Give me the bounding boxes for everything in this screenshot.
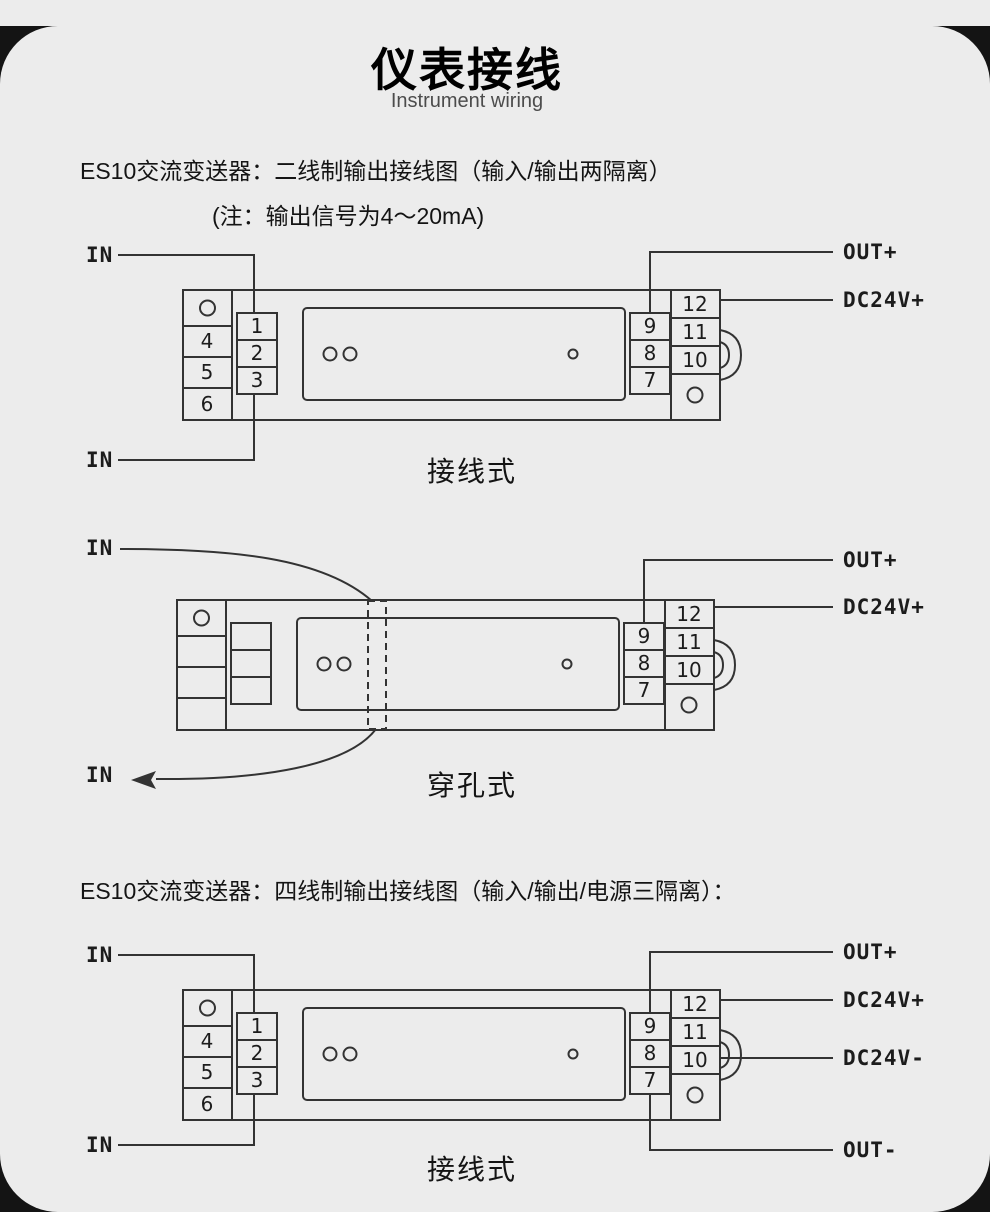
terminal-number: 6 <box>201 1092 214 1116</box>
diagram1-caption: 接线式 <box>426 456 517 487</box>
in-top-label: IN <box>86 243 113 267</box>
top-strip <box>0 0 990 26</box>
terminal-number: 4 <box>201 329 214 353</box>
dc24v-minus-label: DC24V- <box>843 1046 925 1070</box>
wire-in-bottom <box>118 1094 255 1146</box>
transmitter-device <box>182 989 742 1121</box>
terminal-number: 8 <box>638 651 651 675</box>
wire-in-top <box>118 954 255 1013</box>
terminal-number: 10 <box>682 348 707 372</box>
out-minus-label: OUT- <box>843 1138 898 1162</box>
terminal-number: 12 <box>676 602 701 626</box>
wire-in-bottom-curve <box>155 728 377 781</box>
page-subtitle: Instrument wiring <box>390 90 544 112</box>
terminal-number: 2 <box>251 341 264 365</box>
terminal-number: 10 <box>682 1048 707 1072</box>
terminal-number: 12 <box>682 292 707 316</box>
terminal-number: 11 <box>682 320 707 344</box>
transmitter-device <box>182 289 742 421</box>
section-four-wire-heading: ES10交流变送器：四线制输出接线图（输入/输出/电源三隔离）： <box>80 878 736 904</box>
wire-in-top-curve <box>119 548 373 602</box>
terminal-number: 8 <box>644 341 657 365</box>
diagram3-caption: 接线式 <box>426 1154 517 1185</box>
terminal-number: 11 <box>676 630 701 654</box>
terminal-number: 1 <box>251 1014 264 1038</box>
terminal-number: 5 <box>201 1060 214 1084</box>
wire-out-plus <box>643 559 833 623</box>
terminal-number: 9 <box>638 624 651 648</box>
terminal-number: 5 <box>201 360 214 384</box>
in-bottom-label: IN <box>86 763 113 787</box>
dc24v-plus-label: DC24V+ <box>843 988 925 1012</box>
two-wire-through-hole-diagram: IN IN OUT+ DC24V+ 9 8 7 12 11 10 <box>86 536 925 789</box>
through-hole-slot <box>367 600 387 730</box>
wire-out-plus <box>649 251 833 313</box>
in-top-label: IN <box>86 536 113 560</box>
four-wire-terminal-diagram: IN IN OUT+ DC24V+ DC24V- OUT- 4 5 6 1 2 … <box>86 940 925 1162</box>
terminal-number: 10 <box>676 658 701 682</box>
out-plus-label: OUT+ <box>843 940 898 964</box>
terminal-number: 7 <box>644 1068 657 1092</box>
two-wire-terminal-diagram: IN IN OUT+ DC24V+ 4 5 6 1 2 3 9 8 7 12 1… <box>86 240 925 472</box>
terminal-number: 8 <box>644 1041 657 1065</box>
terminal-number: 7 <box>644 368 657 392</box>
out-plus-label: OUT+ <box>843 548 898 572</box>
terminal-number: 9 <box>644 1014 657 1038</box>
terminal-number: 6 <box>201 392 214 416</box>
wire-out-minus <box>649 1094 833 1151</box>
out-plus-label: OUT+ <box>843 240 898 264</box>
transmitter-device <box>176 599 736 731</box>
in-top-label: IN <box>86 943 113 967</box>
terminal-number: 3 <box>251 1068 264 1092</box>
wire-out-plus <box>649 951 833 1013</box>
wire-in-bottom <box>118 394 255 461</box>
in-bottom-label: IN <box>86 1133 113 1157</box>
terminal-number: 11 <box>682 1020 707 1044</box>
section-two-wire-note: (注：输出信号为4～20mA) <box>212 203 485 229</box>
terminal-number: 3 <box>251 368 264 392</box>
arrowhead-icon <box>131 771 156 789</box>
terminal-number: 2 <box>251 1041 264 1065</box>
diagram2-caption: 穿孔式 <box>426 770 517 801</box>
terminal-number: 1 <box>251 314 264 338</box>
terminal-number: 7 <box>638 678 651 702</box>
page-title: 仪表接线 <box>371 44 563 96</box>
in-bottom-label: IN <box>86 448 113 472</box>
wire-in-top <box>118 254 255 313</box>
section-two-wire-heading: ES10交流变送器：二线制输出接线图（输入/输出两隔离） <box>80 158 672 184</box>
terminal-number: 4 <box>201 1029 214 1053</box>
terminal-number: 12 <box>682 992 707 1016</box>
dc24v-plus-label: DC24V+ <box>843 288 925 312</box>
dc24v-plus-label: DC24V+ <box>843 595 925 619</box>
terminal-number: 9 <box>644 314 657 338</box>
